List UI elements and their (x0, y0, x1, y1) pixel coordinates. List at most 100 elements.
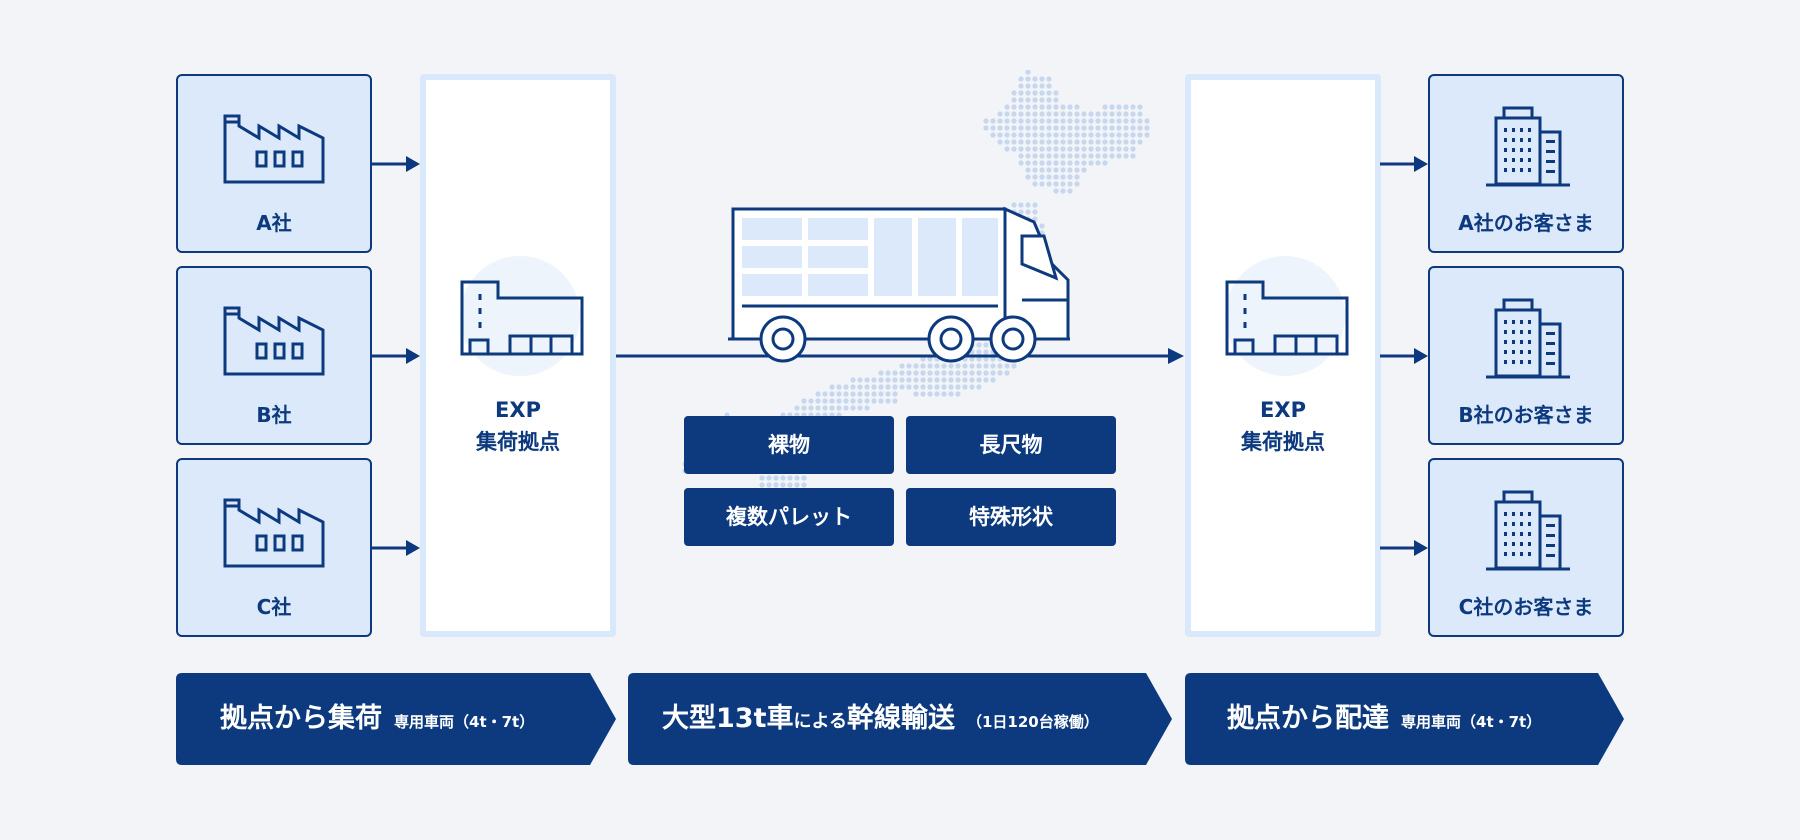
map-dot (1046, 167, 1052, 173)
map-dot (1011, 90, 1017, 96)
map-dot (822, 391, 828, 397)
map-dot (1067, 160, 1073, 166)
map-dot (1081, 146, 1087, 152)
map-dot (1060, 132, 1066, 138)
map-dot (1032, 139, 1038, 145)
map-dot (843, 391, 849, 397)
map-dot (1144, 132, 1150, 138)
map-dot (1088, 118, 1094, 124)
sender-card-b: B社 (176, 266, 372, 445)
factory-icon (223, 498, 325, 568)
map-dot (941, 391, 947, 397)
map-dot (1060, 118, 1066, 124)
map-dot (1137, 111, 1143, 117)
map-dot (1025, 70, 1031, 75)
map-dot (927, 356, 933, 362)
map-dot (1095, 111, 1101, 117)
map-dot (1067, 111, 1073, 117)
map-dot (1123, 125, 1129, 131)
sender-card-c: C社 (176, 458, 372, 637)
map-dot (1046, 76, 1052, 82)
map-dot (864, 398, 870, 404)
map-dot (1011, 139, 1017, 145)
map-dot (927, 377, 933, 383)
map-dot (1032, 174, 1038, 180)
map-dot (1039, 97, 1045, 103)
map-dot (1032, 153, 1038, 159)
map-dot (969, 370, 975, 376)
map-dot (857, 384, 863, 390)
map-dot (1074, 132, 1080, 138)
map-dot (934, 384, 940, 390)
map-dot (990, 125, 996, 131)
map-dot (1039, 167, 1045, 173)
arrow-icon (1380, 348, 1428, 364)
map-dot (969, 356, 975, 362)
map-dot (948, 363, 954, 369)
map-dot (1039, 174, 1045, 180)
map-dot (1025, 167, 1031, 173)
building-icon (1486, 490, 1570, 571)
map-dot (1032, 90, 1038, 96)
map-dot (864, 405, 870, 411)
map-dot (878, 391, 884, 397)
map-dot (1046, 174, 1052, 180)
map-dot (829, 398, 835, 404)
map-dot (976, 349, 982, 355)
map-dot (1025, 132, 1031, 138)
building-icon (1486, 106, 1570, 187)
map-dot (1060, 188, 1066, 194)
cargo-tag-long: 長尺物 (906, 416, 1116, 474)
sender-label: B社 (256, 403, 292, 427)
map-dot (850, 398, 856, 404)
map-dot (969, 384, 975, 390)
map-dot (990, 377, 996, 383)
map-dot (983, 342, 989, 348)
warehouse-icon (1225, 280, 1349, 356)
map-dot (1053, 132, 1059, 138)
map-dot (1095, 153, 1101, 159)
banner-delivery: 拠点から配達専用車両（4t・7t） (1185, 673, 1624, 765)
map-dot (1123, 139, 1129, 145)
map-dot (1060, 167, 1066, 173)
map-dot (892, 398, 898, 404)
map-dot (1032, 202, 1038, 208)
map-dot (871, 384, 877, 390)
banner-trunk: 大型13t車による幹線輸送（1日120台稼働） (628, 673, 1172, 765)
map-dot (927, 363, 933, 369)
map-dot (801, 405, 807, 411)
map-dot (1060, 139, 1066, 145)
map-dot (920, 377, 926, 383)
map-dot (948, 370, 954, 376)
map-dot (920, 384, 926, 390)
map-dot (1130, 111, 1136, 117)
map-dot (983, 377, 989, 383)
map-dot (1067, 104, 1073, 110)
map-dot (1130, 153, 1136, 159)
map-dot (1046, 181, 1052, 187)
map-dot (1109, 146, 1115, 152)
map-dot (955, 384, 961, 390)
map-dot (1088, 160, 1094, 166)
map-dot (1025, 146, 1031, 152)
cargo-tag-special-shape: 特殊形状 (906, 488, 1116, 546)
map-dot (1074, 104, 1080, 110)
map-dot (997, 139, 1003, 145)
map-dot (1018, 132, 1024, 138)
map-dot (1018, 90, 1024, 96)
receiver-label: A社のお客さま (1458, 211, 1594, 235)
map-dot (829, 405, 835, 411)
map-dot (815, 391, 821, 397)
map-dot (808, 398, 814, 404)
map-dot (1116, 111, 1122, 117)
map-dot (801, 475, 807, 481)
map-dot (906, 377, 912, 383)
map-dot (1039, 132, 1045, 138)
map-dot (1018, 118, 1024, 124)
map-dot (948, 377, 954, 383)
map-dot (1130, 146, 1136, 152)
map-dot (1060, 181, 1066, 187)
map-dot (1046, 160, 1052, 166)
map-dot (892, 370, 898, 376)
map-dot (1130, 132, 1136, 138)
